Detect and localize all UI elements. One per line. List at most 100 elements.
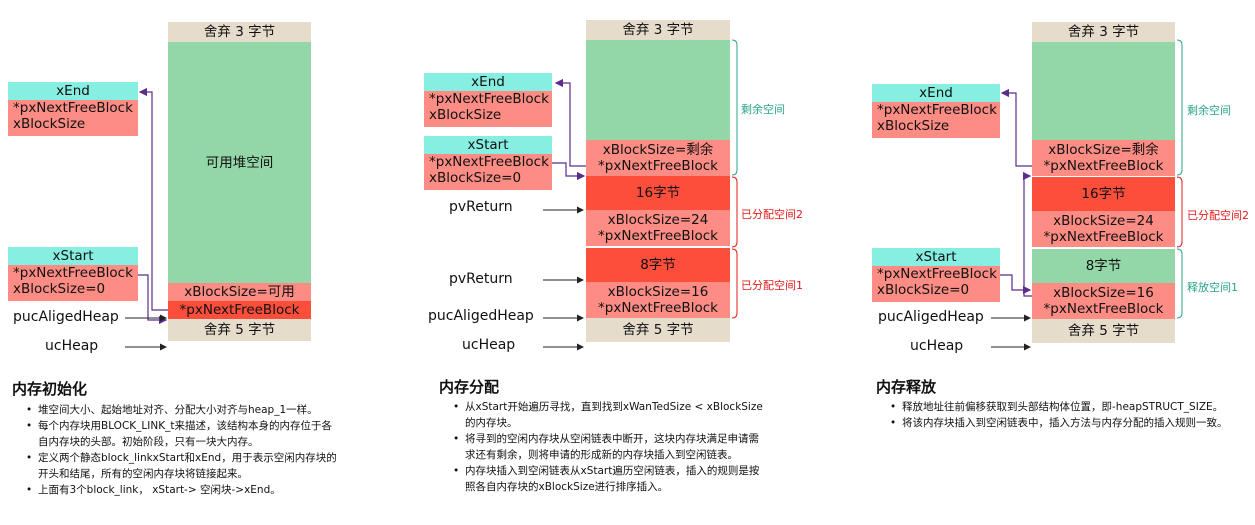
uc-heap-label: ucHeap	[45, 338, 99, 354]
uc-heap-label: ucHeap	[910, 338, 964, 354]
remain-next-free: *pxNextFreeBlock	[598, 158, 718, 174]
remaining-space-block	[586, 40, 730, 140]
available-heap-block: 可用堆空间	[168, 42, 311, 283]
remain-block-size: xBlockSize=剩余	[602, 142, 714, 158]
bullet-item: 上面有3个block_link， xStart-> 空闲块->xEnd。	[24, 482, 342, 498]
puc-aliged-heap-label: pucAligedHeap	[13, 309, 119, 325]
puc-aliged-heap-label: pucAligedHeap	[428, 308, 534, 324]
remain-block-size: xBlockSize=剩余	[1048, 142, 1159, 158]
discard-bottom-block: 舍弃 5 字节	[586, 318, 730, 342]
remain-brace-3	[1176, 39, 1183, 176]
freed-block-size: xBlockSize=16	[1053, 285, 1154, 301]
xend-node-name: xEnd	[872, 84, 1000, 102]
alloc2-block-size: xBlockSize=24	[607, 212, 709, 228]
xstart-next-free: *pxNextFreeBlock	[877, 266, 997, 282]
remain-block-to-xend-arrow-3	[1000, 88, 1032, 167]
xend-node-fields: *pxNextFreeBlock xBlockSize	[872, 102, 1000, 138]
xend-next-free: *pxNextFreeBlock	[877, 102, 997, 118]
xend-node-fields: *pxNextFreeBlock xBlockSize	[8, 100, 138, 136]
xstart-block-size: xBlockSize=0	[429, 170, 522, 186]
alloc2-next-free: *pxNextFreeBlock	[598, 228, 718, 244]
discard-top-block: 舍弃 3 字节	[168, 22, 311, 42]
alloc2-brace-3	[1176, 176, 1183, 248]
bullet-list: 从xStart开始遍历寻找，直到找到xWanTedSize < xBlockSi…	[451, 399, 769, 495]
alloc2-header: xBlockSize=24 *pxNextFreeBlock	[586, 210, 730, 246]
pv-return-1-label: pvReturn	[449, 271, 513, 287]
xend-block-size: xBlockSize	[429, 107, 502, 123]
bullet-item: 内存块插入到空闲链表从xStart遍历空闲链表，插入的规则是按照各自内存块的xB…	[451, 463, 769, 495]
freed-data-block: 8字节	[1032, 249, 1175, 283]
alloc2-space-label: 已分配空间2	[1187, 209, 1249, 222]
xstart-to-remain-block-arrow	[552, 162, 586, 181]
discard-bottom-block: 舍弃 5 字节	[1032, 319, 1175, 343]
uc-heap-label: ucHeap	[462, 337, 516, 353]
xend-node-name: xEnd	[424, 73, 552, 91]
xend-node-name: xEnd	[8, 82, 138, 100]
xend-next-free: *pxNextFreeBlock	[13, 100, 133, 116]
alloc1-header: xBlockSize=16 *pxNextFreeBlock	[586, 282, 730, 318]
freed-header: xBlockSize=16 *pxNextFreeBlock	[1032, 283, 1175, 319]
freed-block-to-remain-arrow	[1022, 171, 1032, 297]
alloc1-brace-2	[731, 248, 738, 319]
alloc1-space-label: 已分配空间1	[741, 279, 803, 292]
alloc1-block-size: xBlockSize=16	[607, 284, 709, 300]
bullet-item: 每个内存块用BLOCK_LINK_t来描述，该结构本身的内存位于各自内存块的头部…	[24, 418, 342, 450]
discard-bottom-block: 舍弃 5 字节	[168, 319, 311, 341]
discard-top-block: 舍弃 3 字节	[586, 20, 730, 40]
pv-return-2-label: pvReturn	[449, 199, 513, 215]
alloc1-data-block: 8字节	[586, 248, 730, 282]
xend-next-free: *pxNextFreeBlock	[429, 91, 549, 107]
remain-space-label: 剩余空间	[1187, 104, 1231, 117]
remain-block-to-xend-arrow	[554, 78, 586, 167]
xstart-node-fields: *pxNextFreeBlock xBlockSize=0	[872, 266, 1000, 302]
bullet-list: 堆空间大小、起始地址对齐、分配大小对齐与heap_1一样。 每个内存块用BLOC…	[24, 402, 342, 498]
alloc2-header: xBlockSize=24 *pxNextFreeBlock	[1032, 211, 1175, 247]
bullet-item: 定义两个静态block_linkxStart和xEnd，用于表示空闲内存块的开头…	[24, 450, 342, 482]
xstart-node-name: xStart	[424, 136, 552, 154]
xstart-block-size: xBlockSize=0	[13, 281, 106, 297]
xstart-block-size: xBlockSize=0	[877, 282, 970, 298]
xend-block-size: xBlockSize	[13, 116, 86, 132]
bullet-list: 释放地址往前偏移获取到头部结构体位置，即-heapSTRUCT_SIZE。 将该…	[888, 399, 1248, 431]
puc-aliged-heap-label: pucAligedHeap	[878, 309, 984, 325]
alloc2-block-size: xBlockSize=24	[1053, 213, 1154, 229]
bullet-item: 堆空间大小、起始地址对齐、分配大小对齐与heap_1一样。	[24, 402, 342, 418]
remain-header: xBlockSize=剩余 *pxNextFreeBlock	[586, 140, 730, 176]
xstart-to-free-block-arrow	[138, 274, 168, 325]
alloc2-next-free: *pxNextFreeBlock	[1043, 229, 1164, 245]
xstart-node-fields: *pxNextFreeBlock xBlockSize=0	[424, 154, 552, 190]
block-size-field: xBlockSize=可用	[168, 283, 311, 301]
alloc2-space-label: 已分配空间2	[741, 208, 803, 221]
panel-title: 内存释放	[876, 378, 937, 396]
bullet-item: 释放地址往前偏移获取到头部结构体位置，即-heapSTRUCT_SIZE。	[888, 399, 1248, 415]
remain-space-label: 剩余空间	[741, 103, 785, 116]
alloc2-brace-2	[731, 176, 738, 248]
alloc2-data-block: 16字节	[586, 176, 730, 210]
xstart-next-free: *pxNextFreeBlock	[13, 265, 133, 281]
xend-node-fields: *pxNextFreeBlock xBlockSize	[424, 91, 552, 127]
bullet-item: 将寻到的空闲内存块从空闲链表中断开，这块内存块满足申请需求还有剩余，则将申请的形…	[451, 431, 769, 463]
xstart-node-name: xStart	[8, 247, 138, 265]
xstart-to-freed-block-arrow	[1000, 274, 1032, 295]
discard-top-block: 舍弃 3 字节	[1032, 22, 1175, 42]
bullet-item: 将该内存块插入到空闲链表中，插入方法与内存分配的插入规则一致。	[888, 415, 1248, 431]
xstart-next-free: *pxNextFreeBlock	[429, 154, 549, 170]
panel-title: 内存分配	[439, 378, 500, 396]
remain-header: xBlockSize=剩余 *pxNextFreeBlock	[1032, 140, 1175, 176]
bullet-item: 从xStart开始遍历寻找，直到找到xWanTedSize < xBlockSi…	[451, 399, 769, 431]
alloc2-data-block: 16字节	[1032, 177, 1175, 211]
alloc1-next-free: *pxNextFreeBlock	[598, 300, 718, 316]
free-block-to-xend-arrow	[138, 87, 168, 311]
freed-brace-3	[1176, 248, 1183, 319]
xstart-node-name: xStart	[872, 248, 1000, 266]
freed-next-free: *pxNextFreeBlock	[1043, 301, 1164, 317]
xend-block-size: xBlockSize	[877, 118, 950, 134]
next-free-field: *pxNextFreeBlock	[168, 301, 311, 319]
xstart-node-fields: *pxNextFreeBlock xBlockSize=0	[8, 265, 138, 301]
remain-brace-2	[731, 39, 738, 176]
remain-next-free: *pxNextFreeBlock	[1043, 158, 1164, 174]
remaining-space-block	[1032, 42, 1175, 140]
panel-title: 内存初始化	[12, 380, 88, 398]
